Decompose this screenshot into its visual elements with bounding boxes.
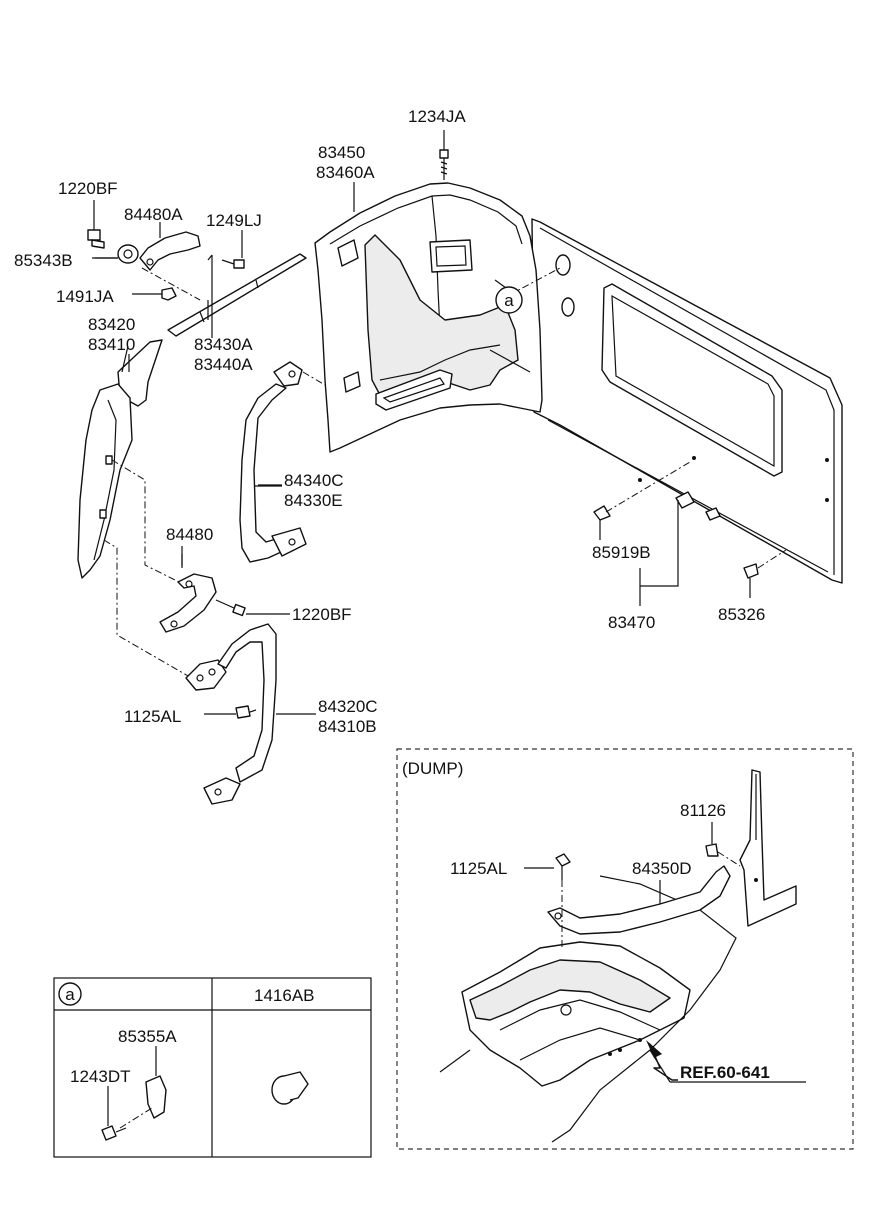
bracket-84480 — [159, 554, 217, 633]
label-1243DT: 1243DT — [70, 1067, 130, 1086]
legend-header-1416AB: 1416AB — [254, 986, 315, 1005]
label-81126: 81126 — [680, 801, 726, 820]
label-83450: 83450 — [318, 143, 365, 162]
dump-section: (DUMP) 81126 1125AL — [396, 748, 854, 1150]
label-85355A: 85355A — [118, 1027, 177, 1046]
label-1220BF-mid: 1220BF — [292, 605, 352, 624]
svg-text:a: a — [504, 291, 514, 310]
label-83430A: 83430A — [194, 335, 253, 354]
label-85326: 85326 — [718, 605, 765, 624]
label-1249LJ: 1249LJ — [206, 211, 262, 230]
bolt-1220BF-top — [87, 200, 105, 249]
clip-85919B — [593, 461, 691, 540]
label-83460A: 83460A — [316, 163, 375, 182]
screw-1249LJ — [211, 230, 245, 300]
legend-callout: a — [65, 985, 75, 1004]
ref-label: REF.60-641 — [680, 1063, 770, 1082]
label-1125AL-left: 1125AL — [124, 707, 181, 726]
label-83470: 83470 — [608, 613, 655, 632]
label-84350D: 84350D — [632, 859, 692, 878]
fastener-83470 — [639, 491, 721, 606]
side-trim-panel-83450 — [314, 182, 543, 453]
label-84320C: 84320C — [318, 697, 378, 716]
label-1234JA: 1234JA — [408, 107, 466, 126]
quarter-panel-85326 — [531, 218, 843, 584]
label-84310B: 84310B — [318, 717, 377, 736]
screw-1234JA — [439, 130, 449, 180]
callout-a: a — [495, 286, 523, 314]
label-85919B: 85919B — [592, 543, 651, 562]
rail-83430A — [167, 253, 307, 338]
bracket-84480A — [139, 222, 201, 271]
screw-85326 — [743, 549, 787, 598]
label-1125AL-dump: 1125AL — [450, 859, 507, 878]
clip-1491JA — [132, 287, 177, 301]
label-1220BF-top: 1220BF — [58, 179, 118, 198]
legend-table: a 1416AB 85355A 1243DT — [53, 977, 372, 1158]
label-84480: 84480 — [166, 525, 213, 544]
leader-lines — [95, 182, 355, 715]
pillar-trim-83420 — [77, 339, 163, 579]
dump-title: (DUMP) — [402, 759, 463, 778]
bolt-1220BF-mid — [215, 599, 290, 617]
label-83440A: 83440A — [194, 355, 253, 374]
bolt-1125AL-left — [204, 705, 257, 719]
assist-grip-84320C — [185, 623, 277, 805]
label-85343B: 85343B — [14, 251, 73, 270]
label-84330E: 84330E — [284, 491, 343, 510]
label-84480A: 84480A — [124, 205, 183, 224]
assist-grip-84340C — [239, 361, 307, 563]
label-83420: 83420 — [88, 315, 135, 334]
label-83410: 83410 — [88, 335, 135, 354]
label-1491JA: 1491JA — [56, 287, 114, 306]
label-84340C: 84340C — [284, 471, 344, 490]
